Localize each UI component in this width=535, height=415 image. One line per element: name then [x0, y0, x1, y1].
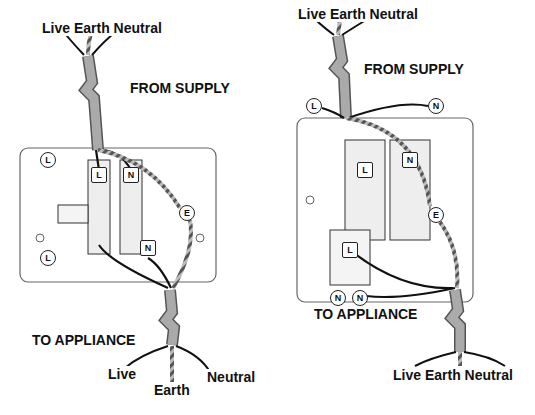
- wiring-label: TO APPLIANCE: [30, 332, 137, 348]
- terminal-letter: N: [407, 155, 414, 165]
- backplate: [297, 118, 473, 302]
- terminal-box: N: [140, 240, 156, 256]
- terminal-block: [330, 230, 370, 285]
- wiring-label: Live: [106, 366, 138, 382]
- terminal-box: L: [357, 162, 373, 178]
- terminal-letter: N: [335, 293, 342, 303]
- terminal-letter: L: [347, 245, 353, 255]
- terminal-box: N: [123, 167, 139, 183]
- terminal-circle: L: [40, 250, 56, 266]
- terminal-letter: L: [96, 170, 102, 180]
- terminal-box: L: [91, 167, 107, 183]
- wiring-label: TO APPLIANCE: [312, 306, 419, 322]
- terminal-letter: N: [145, 243, 152, 253]
- terminal-box: L: [342, 242, 358, 258]
- wiring-label: Live Earth Neutral: [391, 367, 515, 383]
- wiring-label: FROM SUPPLY: [128, 80, 232, 96]
- wiring-label: Earth: [152, 382, 192, 398]
- wiring-label: Neutral: [205, 369, 257, 385]
- terminal-letter: E: [184, 208, 190, 218]
- switch-body: [390, 140, 430, 240]
- terminal-circle: N: [428, 98, 444, 114]
- terminal-circle: L: [306, 98, 322, 114]
- terminal-letter: N: [433, 101, 440, 111]
- switch-body: [345, 140, 385, 240]
- wiring-label: Live Earth Neutral: [40, 20, 164, 36]
- terminal-letter: N: [357, 293, 364, 303]
- terminal-circle: E: [179, 205, 195, 221]
- terminal-letter: L: [45, 253, 51, 263]
- wiring-label: Live Earth Neutral: [296, 6, 420, 22]
- wiring-label: FROM SUPPLY: [362, 61, 466, 77]
- terminal-letter: L: [311, 101, 317, 111]
- terminal-box: N: [402, 152, 418, 168]
- terminal-circle: E: [428, 207, 444, 223]
- terminal-block: [88, 160, 110, 254]
- terminal-letter: N: [128, 170, 135, 180]
- terminal-circle: N: [352, 290, 368, 306]
- terminal-circle: N: [330, 290, 346, 306]
- terminal-letter: L: [362, 165, 368, 175]
- terminal-letter: E: [433, 210, 439, 220]
- terminal-circle: L: [40, 152, 56, 168]
- terminal-letter: L: [45, 155, 51, 165]
- terminal-block: [120, 160, 142, 254]
